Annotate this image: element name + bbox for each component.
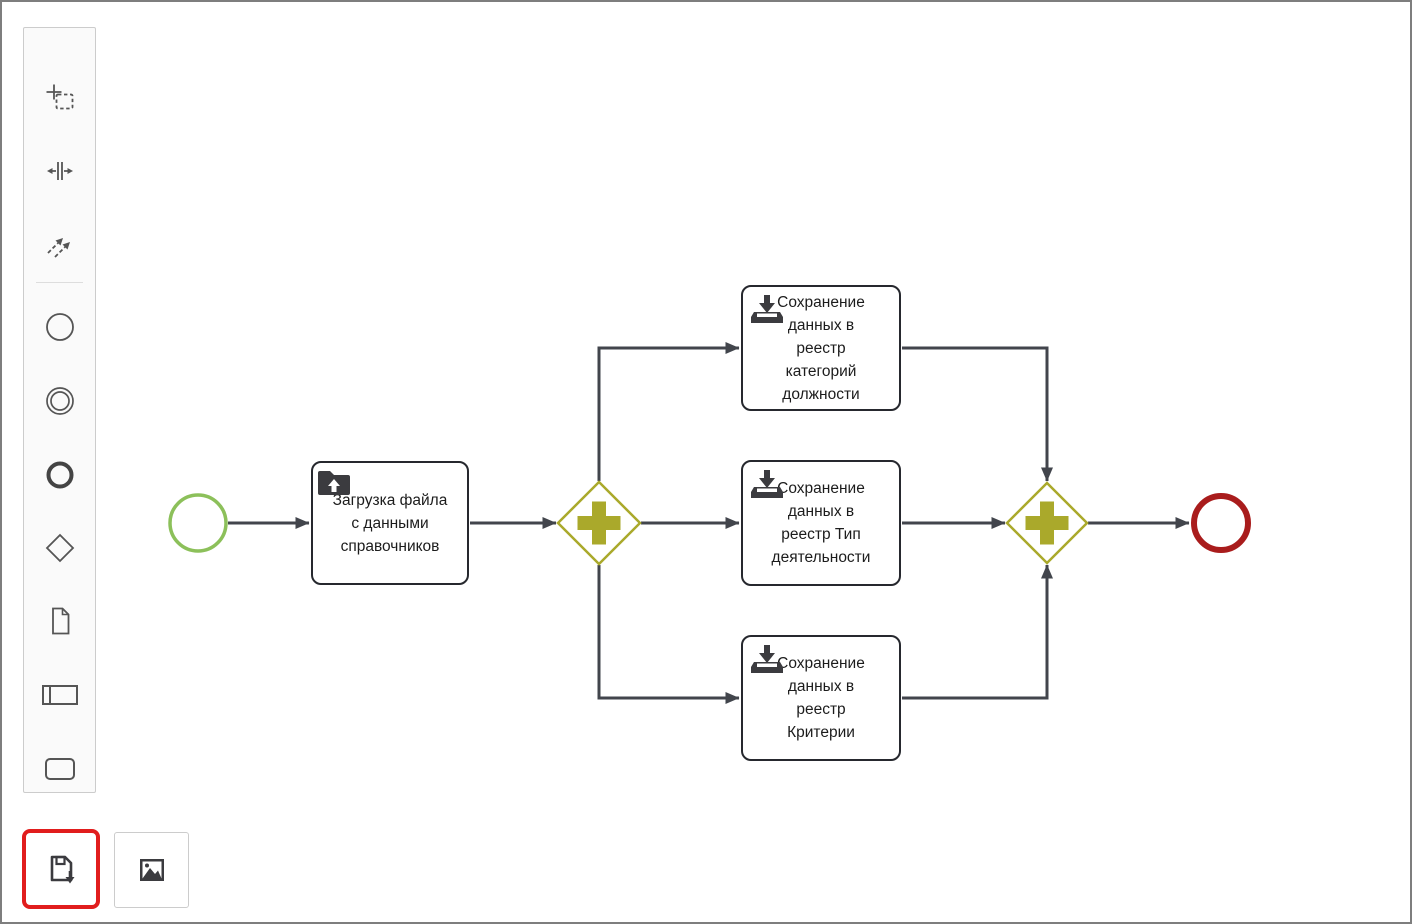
task-label: Сохранение данных в реестр Критерии [777,655,865,741]
export-image-button[interactable] [114,832,189,908]
image-icon [139,859,164,881]
global-connect-tool-icon [46,238,70,258]
save-icon [50,855,75,884]
flow-categories-to-join[interactable] [902,346,1053,482]
parallel-gateway-join[interactable] [1005,481,1089,565]
parallel-plus-icon [1025,501,1069,545]
task-load-file[interactable]: Загрузка файла с данными справочников [311,461,469,585]
end-event[interactable] [1191,493,1251,553]
task-label: Сохранение данных в реестр категорий дол… [777,293,865,403]
create-intermediate-event[interactable] [24,378,95,424]
flow-split-to-categories[interactable] [597,342,740,481]
parallel-gateway-split[interactable] [556,480,642,566]
flow-split-to-criteria[interactable] [597,565,740,704]
task-save-criteria[interactable]: Сохранение данных в реестр Критерии [741,635,901,761]
palette [23,27,96,793]
task-icon [44,758,75,780]
create-gateway[interactable] [24,525,95,571]
lasso-tool[interactable] [24,75,95,121]
create-data-object[interactable] [24,598,95,644]
create-task[interactable] [24,746,95,792]
space-tool[interactable] [24,148,95,194]
data-object-icon [51,607,69,635]
intermediate-event-icon [45,387,74,415]
palette-separator [36,282,83,283]
start-event-icon [45,313,74,341]
task-label: Загрузка файла с данными справочников [332,491,448,555]
create-start-event[interactable] [24,304,95,350]
flow-criteria-to-join[interactable] [902,564,1053,700]
global-connect-tool[interactable] [24,221,95,267]
end-event-icon [46,461,73,489]
participant-icon [41,685,78,705]
space-tool-icon [46,162,73,180]
task-save-position-categories[interactable]: Сохранение данных в реестр категорий дол… [741,285,901,411]
task-save-activity-type[interactable]: Сохранение данных в реестр Тип деятельно… [741,460,901,586]
lasso-tool-icon [46,84,73,110]
gateway-icon [45,533,74,563]
parallel-plus-icon [577,501,621,545]
start-event[interactable] [168,493,228,553]
create-end-event[interactable] [24,452,95,498]
save-button[interactable] [22,829,100,909]
create-participant[interactable] [24,672,95,718]
task-label: Сохранение данных в реестр Тип деятельно… [771,480,871,566]
